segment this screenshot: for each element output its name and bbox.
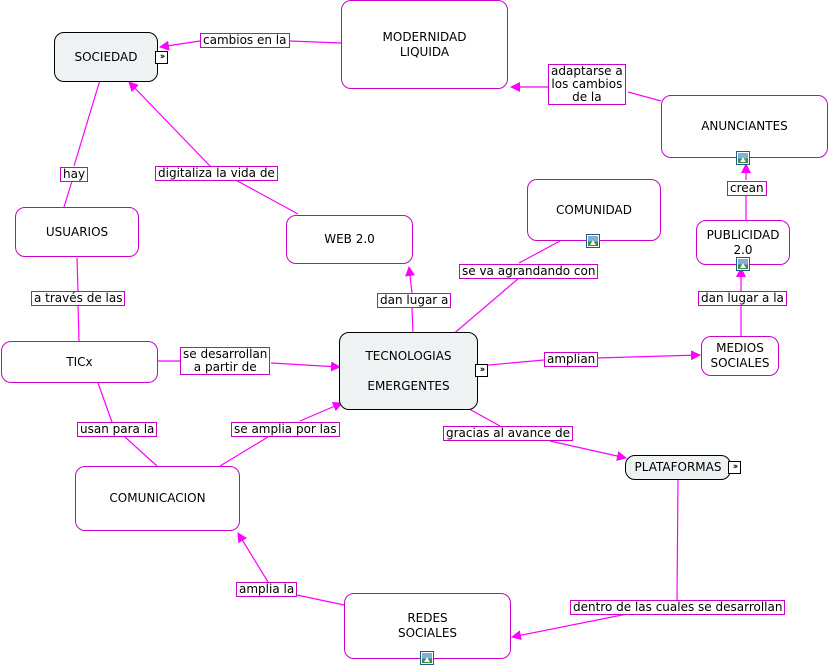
image-resource-icon[interactable] [736,257,750,271]
edge-digitaliza-sociedad [128,81,211,167]
link-label-amplia-por[interactable]: se amplia por las [231,422,340,437]
edge-anunciantes-adaptarse [627,91,662,102]
link-label-gracias[interactable]: gracias al avance de [443,426,573,441]
link-label-adaptarse[interactable]: adaptarse a los cambios de la [548,64,626,105]
edge-sociedad-hay [73,79,101,167]
edge-amplian-medios [595,350,701,361]
link-label-hay[interactable]: hay [60,167,89,182]
edge-tec-amplian [477,359,545,367]
edge-ticx-usan [97,382,113,423]
link-label-desarrollan[interactable]: se desarrollan a partir de [180,347,271,375]
link-label-amplian[interactable]: amplian [544,352,599,367]
image-resource-icon[interactable] [420,651,434,665]
node-medios-sociales[interactable]: MEDIOS SOCIALES [701,336,779,376]
link-label-cambios[interactable]: cambios en la [200,33,290,48]
node-comunicacion[interactable]: COMUNICACION [75,466,240,531]
edge-danlugar-web [405,266,415,294]
edge-gracias-plataformas [549,440,627,461]
edge-cambios-sociedad [159,40,201,51]
node-ticx[interactable]: TICx [1,341,158,383]
node-plataformas[interactable]: PLATAFORMAS [625,455,731,480]
link-label-amplia-la[interactable]: amplia la [236,582,298,597]
link-label-dan-lugar-a-la[interactable]: dan lugar a la [698,291,787,306]
node-anunciantes[interactable]: ANUNCIANTES [661,95,828,158]
edge-agrandando-comunidad [518,240,561,264]
expand-arrows-icon[interactable]: ›› [155,51,168,64]
edge-amplia-comunicacion [237,532,269,583]
link-label-agrandando[interactable]: se va agrandando con [459,264,599,279]
link-label-usan[interactable]: usan para la [77,422,158,437]
node-redes-sociales[interactable]: REDES SOCIALES [344,593,511,659]
link-label-traves[interactable]: a través de las [31,291,126,306]
link-label-dentro[interactable]: dentro de las cuales se desarrollan [570,600,786,615]
edge-plataformas-dentro [676,477,679,601]
node-usuarios[interactable]: USUARIOS [15,207,139,257]
link-label-digitaliza[interactable]: digitaliza la vida de [155,166,278,181]
image-resource-icon[interactable] [586,234,600,248]
node-web-2-0[interactable]: WEB 2.0 [286,215,413,264]
edge-hay-usuarios [63,180,73,208]
link-label-dan-lugar-a[interactable]: dan lugar a [377,293,452,308]
edge-traves-ticx [77,304,80,342]
node-comunidad[interactable]: COMUNIDAD [527,179,661,241]
link-label-crean[interactable]: crean [727,181,767,196]
edge-comunicacion-ampliapor [219,436,269,467]
edge-dentro-redes [511,612,633,641]
edge-redes-amplia [296,594,345,606]
node-sociedad[interactable]: SOCIEDAD [54,32,158,82]
edge-usuarios-traves [76,257,79,292]
edge-desarrollan-tec [270,361,341,372]
node-tecnologias-emergentes[interactable]: TECNOLOGIAS EMERGENTES [339,332,478,410]
image-resource-icon[interactable] [736,151,750,165]
edge-tec-agrandando [450,277,520,337]
edge-tec-danlugar [411,306,414,334]
expand-arrows-icon[interactable]: ›› [728,461,741,474]
edge-usan-comunicacion [124,436,158,467]
node-modernidad-liquida[interactable]: MODERNIDAD LIQUIDA [341,0,508,89]
node-publicidad-2-0[interactable]: PUBLICIDAD 2.0 [696,220,790,265]
expand-arrows-icon[interactable]: ›› [475,364,488,377]
edge-modernidad-sociedad [289,40,342,44]
edge-ampliapor-tec [299,401,343,422]
